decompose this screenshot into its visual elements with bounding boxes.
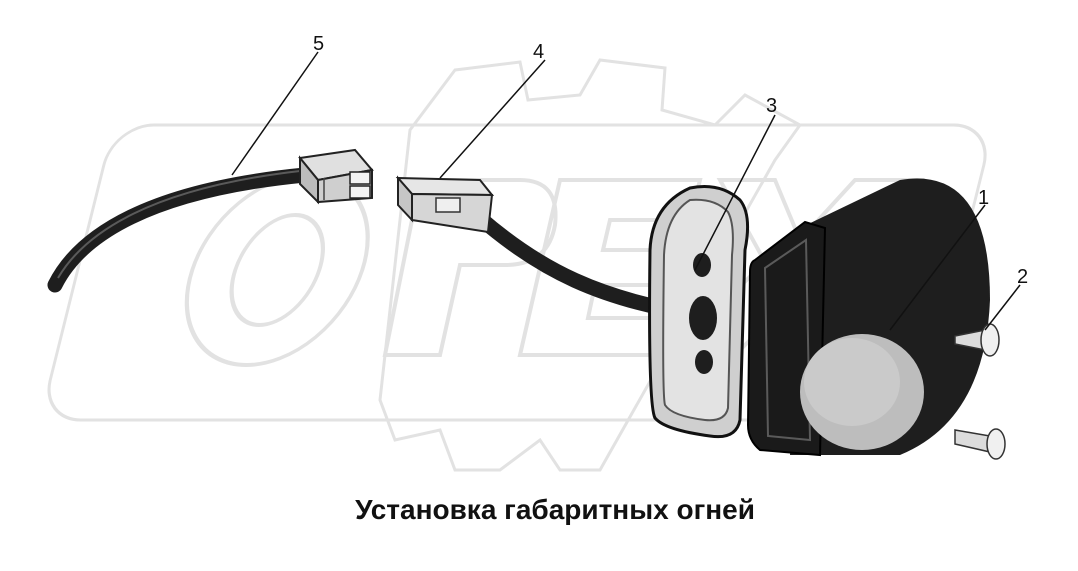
part-1-lamp xyxy=(746,178,990,457)
diagram-caption: Установка габаритных огней xyxy=(355,494,755,525)
callout-3: 3 xyxy=(766,95,777,117)
lamp-base-rim xyxy=(763,238,812,442)
cable-5-highlight xyxy=(57,170,301,279)
leader-3 xyxy=(694,114,776,271)
part-2-screws xyxy=(954,323,1006,460)
leader-1 xyxy=(889,204,986,331)
leader-5 xyxy=(231,51,319,176)
leader-lines xyxy=(231,51,1021,331)
connector-4-latch xyxy=(435,197,461,213)
leader-4 xyxy=(439,59,546,179)
lamp-lens-highlight xyxy=(804,338,900,426)
gasket-hole-bottom xyxy=(695,350,713,374)
callout-2: 2 xyxy=(1017,266,1028,288)
leader-2 xyxy=(984,284,1021,331)
connector-5 xyxy=(298,148,374,205)
callout-5: 5 xyxy=(313,33,324,55)
gasket-hole-top xyxy=(693,253,711,277)
part-5-cable-connector xyxy=(47,148,374,293)
callout-4: 4 xyxy=(533,41,544,63)
connector-4-top xyxy=(395,176,495,197)
screw-lower xyxy=(954,428,1006,460)
callout-1: 1 xyxy=(978,187,989,209)
screw-upper xyxy=(954,323,1000,357)
part-3-gasket xyxy=(648,185,750,439)
gasket-hole-middle xyxy=(689,296,717,340)
watermark-gear xyxy=(378,58,803,472)
connector-4-side xyxy=(411,192,494,234)
cable-5 xyxy=(47,167,313,293)
